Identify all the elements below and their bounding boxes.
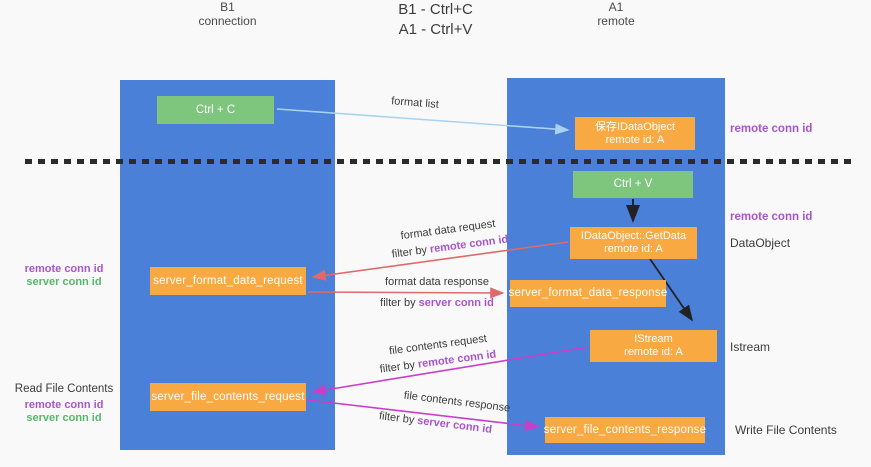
annotation-write-file-contents: Write File Contents — [735, 423, 837, 437]
lane-a1-role: remote — [597, 14, 635, 28]
server-file-contents-response-label: server_file_contents_response — [543, 423, 707, 436]
annotation-read-file-contents: Read File Contents — [14, 383, 114, 395]
node-save-idataobject-line2: remote id: A — [605, 133, 665, 146]
node-server-format-data-request: server_format_data_request — [150, 267, 306, 295]
annotation-server-conn-id-left-bottom: server conn id — [26, 412, 102, 424]
title-line-1: B1 - Ctrl+C — [398, 1, 473, 18]
server-file-contents-request-label: server_file_contents_request — [151, 390, 305, 403]
node-save-idataobject: 保存IDataObject remote id: A — [575, 117, 695, 150]
filter-by-text: filter by — [380, 297, 416, 309]
filter-by-text: filter by — [391, 244, 428, 261]
filter-server-conn-id: server conn id — [418, 297, 494, 309]
session-divider-dashed-line — [25, 159, 851, 164]
annotation-remote-conn-id-top-right: remote conn id — [730, 123, 813, 135]
node-getdata-line1: IDataObject::GetData — [580, 230, 687, 242]
node-idataobject-getdata: IDataObject::GetData remote id: A — [570, 227, 697, 259]
annotation-conn-ids-format: remote conn id server conn id — [14, 263, 114, 289]
title-line-2: A1 - Ctrl+V — [398, 21, 473, 38]
node-save-idataobject-line1: 保存IDataObject — [594, 120, 676, 133]
node-server-file-contents-request: server_file_contents_request — [150, 383, 306, 411]
diagram-title: B1 - Ctrl+C A1 - Ctrl+V — [0, 0, 871, 40]
annotation-server-conn-id-left-top: server conn id — [26, 276, 102, 288]
filter-by-text: filter by — [379, 359, 416, 376]
filter-by-text: filter by — [378, 410, 416, 427]
node-server-format-data-response: server_format_data_response — [508, 280, 668, 307]
lane-header-b1: B1 connection — [120, 0, 335, 28]
node-ctrl-v-label: Ctrl + V — [613, 178, 653, 190]
annotation-istream: Istream — [730, 340, 771, 354]
annotation-remote-conn-id-mid-right: remote conn id — [730, 211, 813, 223]
flow-label-format-list: format list — [390, 95, 440, 111]
lane-header-a1: A1 remote — [507, 0, 725, 28]
filter-server-conn-id: server conn id — [416, 414, 493, 436]
node-ctrl-c-label: Ctrl + C — [195, 103, 236, 116]
annotation-remote-conn-id-left-top: remote conn id — [24, 263, 104, 275]
node-server-file-contents-response: server_file_contents_response — [543, 417, 707, 443]
node-getdata-line2: remote id: A — [604, 243, 663, 255]
node-istream: IStream remote id: A — [590, 330, 717, 362]
node-istream-line1: IStream — [634, 333, 673, 345]
annotation-remote-conn-id-left-bottom: remote conn id — [24, 399, 104, 411]
lane-b1-name: B1 — [220, 0, 235, 14]
arrow-format-data-response — [307, 287, 505, 299]
flow-label-format-data-response: format data response — [385, 276, 489, 288]
server-format-data-request-label: server_format_data_request — [153, 274, 303, 287]
annotation-conn-ids-file: remote conn id server conn id — [14, 399, 114, 425]
node-ctrl-v: Ctrl + V — [573, 171, 693, 198]
node-istream-line2: remote id: A — [624, 346, 683, 358]
lane-a1-name: A1 — [608, 0, 624, 14]
node-ctrl-c: Ctrl + C — [157, 96, 274, 124]
lane-b1-role: connection — [198, 14, 257, 28]
server-format-data-response-label: server_format_data_response — [508, 287, 668, 299]
annotation-dataobject: DataObject — [730, 236, 791, 250]
